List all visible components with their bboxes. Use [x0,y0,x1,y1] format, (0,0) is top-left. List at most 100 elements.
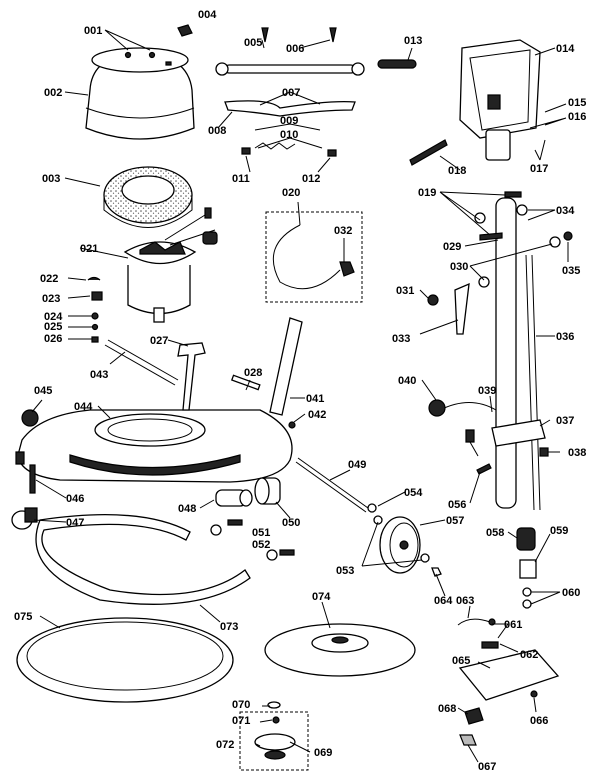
pad-holder-074-part [264,623,416,677]
wheel-057-part [379,516,421,574]
part-label-051: 051 [252,527,270,539]
part-label-046: 046 [66,493,84,505]
screw-part [91,336,99,343]
part-label-013: 013 [404,35,422,47]
part-label-064: 064 [434,595,453,607]
washer-053b-part [420,553,430,563]
leader-lines [31,29,569,763]
block-067-part [459,734,477,746]
part-label-022: 022 [40,273,58,285]
part-label-067: 067 [478,761,496,773]
part-label-072: 072 [216,739,234,751]
nut-031-part [427,294,439,306]
washer-054-part [367,503,377,513]
lever-033-part [454,282,470,335]
part-label-023: 023 [42,293,60,305]
handle-tube-part [495,197,541,511]
part-label-010: 010 [280,129,298,141]
part-label-054: 054 [404,487,423,499]
part-label-069: 069 [314,747,332,759]
part-label-019: 019 [418,187,436,199]
part-label-044: 044 [74,401,93,413]
part-label-063: 063 [456,595,474,607]
washer-060b-part [522,599,532,609]
part-label-056: 056 [448,499,466,511]
clip-064-part [431,567,442,577]
caster-047-part [11,507,38,530]
part-label-038: 038 [568,447,586,459]
spring-013-part [377,59,417,69]
part-label-031: 031 [396,285,414,297]
bolt-019c-part [465,429,475,443]
part-label-048: 048 [178,503,196,515]
part-label-033: 033 [392,333,410,345]
part-label-032: 032 [334,225,352,237]
cord-040-part [439,402,497,411]
part-label-009: 009 [280,115,298,127]
part-label-030: 030 [450,261,468,273]
washer-051-part [210,524,222,536]
screw-046-part [29,464,36,494]
part-label-016: 016 [568,111,586,123]
part-label-024: 024 [44,311,63,323]
cap-038-part [539,447,549,457]
board-065-part [458,649,560,701]
part-label-011: 011 [232,173,250,185]
pin-028-part [230,374,261,391]
part-label-008: 008 [208,125,226,137]
washer-part [91,312,99,320]
part-label-057: 057 [446,515,464,527]
part-label-049: 049 [348,459,366,471]
part-label-068: 068 [438,703,456,715]
nut-012-part [327,149,337,157]
part-label-004: 004 [198,9,217,21]
screw-006-part [329,27,337,43]
part-label-052: 052 [252,539,270,551]
cap-nut-part [177,24,193,37]
part-label-073: 073 [220,621,238,633]
part-label-035: 035 [562,265,580,277]
part-label-014: 014 [556,43,575,55]
bracket-037-part [491,419,546,447]
screw-005-part [261,27,269,43]
bushing-part [91,291,103,301]
wheel-050-part [254,477,281,505]
drive-kit-box [239,711,309,771]
motor-part [123,207,218,323]
part-label-042: 042 [308,409,326,421]
axle-049-part [295,461,367,513]
part-label-026: 026 [44,333,62,345]
part-label-059: 059 [550,525,568,537]
washer-060a-part [522,587,532,597]
part-label-020: 020 [282,187,300,199]
bolt-019-part [479,232,503,241]
part-label-040: 040 [398,375,416,387]
part-label-003: 003 [42,173,60,185]
link-041-part [269,317,303,416]
cord-kit-box [265,211,363,303]
nut-034a-part [474,212,486,224]
spring-clip-010-part [254,142,296,150]
part-label-050: 050 [282,517,300,529]
part-label-066: 066 [530,715,548,727]
bushing-048-part [215,489,253,507]
hub-072-part [254,733,296,751]
part-label-062: 062 [520,649,538,661]
part-label-006: 006 [286,43,304,55]
washer-052-part [266,549,278,561]
handle-027-part [177,342,206,411]
part-label-053: 053 [336,565,354,577]
block-068-part [464,707,484,725]
part-label-039: 039 [478,385,496,397]
base-deck-part [15,409,293,483]
part-label-012: 012 [302,173,320,185]
motor-cover-part [85,47,195,140]
rod-043-part [104,344,176,386]
nut-034b-part [516,204,528,216]
part-label-029: 029 [443,241,461,253]
cap-035-part [563,231,573,241]
part-label-028: 028 [244,367,262,379]
